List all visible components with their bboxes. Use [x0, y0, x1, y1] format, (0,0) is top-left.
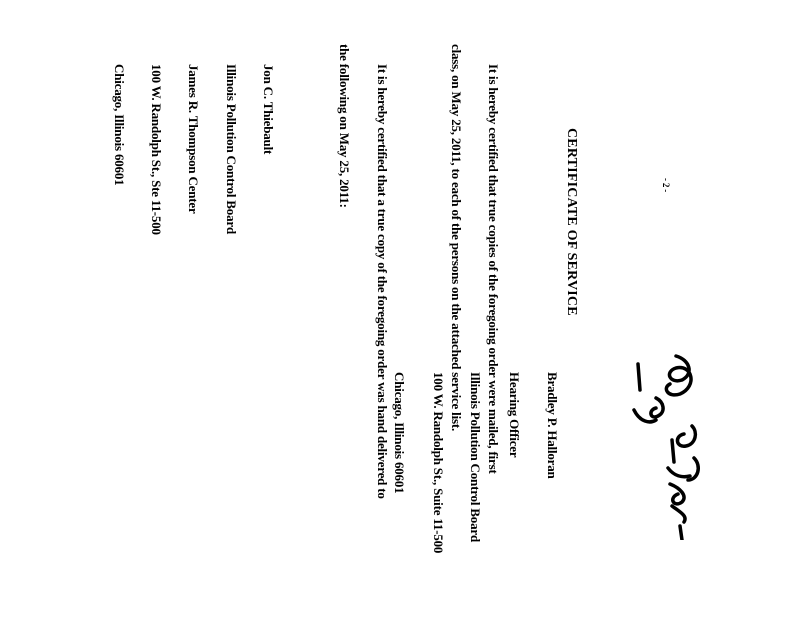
signer-name: Bradley P. Halloran: [545, 372, 560, 479]
page-mark: - 2 -: [661, 178, 671, 192]
recipient-org: Illinois Pollution Control Board: [224, 64, 239, 234]
certificate-title: CERTIFICATE OF SERVICE: [564, 128, 579, 316]
recipient-address: 100 W. Randolph St., Ste 11-500: [149, 64, 164, 235]
signature: [632, 354, 700, 540]
signer-city: Chicago, Illinois 60601: [392, 372, 407, 494]
recipient-building: James R. Thompson Center: [186, 64, 201, 214]
paragraph2-line1: It is hereby certified that a true copy …: [375, 64, 390, 499]
paragraph1-line1: It is hereby certified that true copies …: [486, 64, 501, 474]
paragraph2-line2: the following on May 25, 2011:: [337, 44, 352, 208]
recipient-city: Chicago, Illinois 60601: [112, 64, 127, 186]
signer-address: 100 W. Randolph St., Suite 11-500: [431, 372, 446, 554]
signer-title: Hearing Officer: [507, 372, 522, 458]
recipient-name: Jon C. Thiebault: [261, 64, 276, 155]
signer-org: Illinois Pollution Control Board: [468, 372, 483, 542]
paragraph1-line2: class, on May 25, 2011, to each of the p…: [449, 44, 464, 432]
